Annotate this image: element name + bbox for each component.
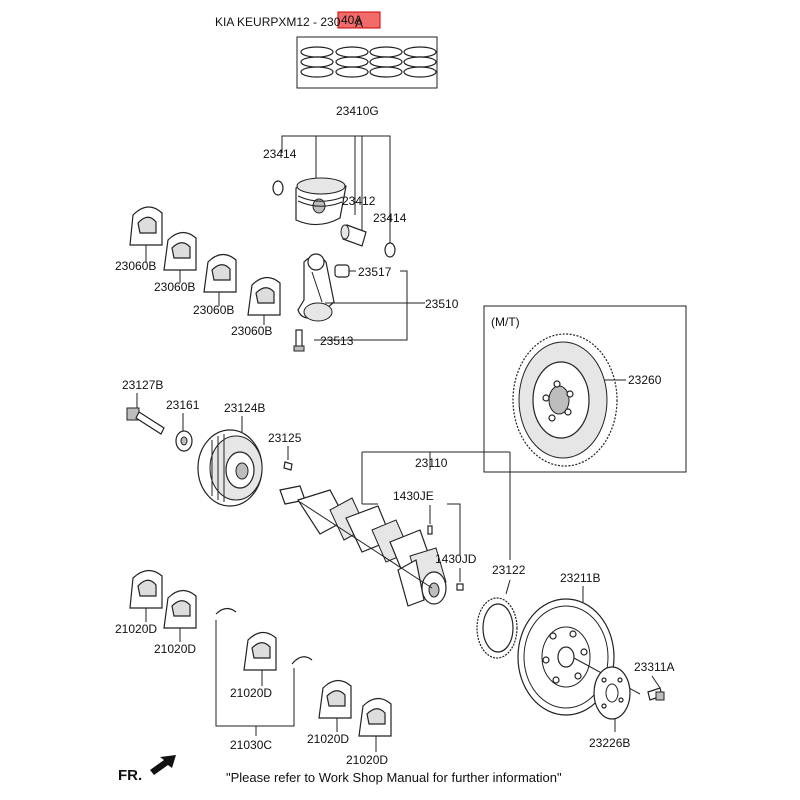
label-mt-note: (M/T)	[491, 315, 520, 329]
label-main-bearing-1[interactable]: 21020D	[115, 622, 157, 636]
label-conrod-bush[interactable]: 23517	[358, 265, 392, 279]
label-piston-assy[interactable]: 23410G	[336, 104, 379, 118]
label-conrod-bearing-3[interactable]: 23060B	[193, 303, 234, 317]
label-flywheel[interactable]: 23260	[628, 373, 662, 387]
label-conrod-bearing-2[interactable]: 23060B	[154, 280, 195, 294]
conrod-bush[interactable]	[334, 264, 350, 278]
label-ring-gear[interactable]: 23122	[492, 563, 526, 577]
snap-ring-right[interactable]	[384, 242, 396, 258]
label-drive-plate[interactable]: 23211B	[560, 571, 600, 585]
dual-mass-flywheel[interactable]	[512, 333, 618, 467]
header-model: KIA KEURPXM12 - 230	[215, 15, 341, 29]
snap-ring-left[interactable]	[272, 180, 284, 196]
footer-note: "Please refer to Work Shop Manual for fu…	[226, 770, 562, 785]
conrod-bolt[interactable]	[293, 329, 305, 352]
label-damper-pulley[interactable]: 23124B	[224, 401, 265, 415]
crankshaft[interactable]	[279, 485, 447, 607]
label-plate-bolt[interactable]: 23311A	[634, 660, 674, 674]
damper-pulley[interactable]	[197, 429, 263, 507]
connecting-rod[interactable]	[297, 253, 335, 322]
piston[interactable]	[295, 177, 347, 226]
label-thrust-washer[interactable]: 21030C	[230, 738, 272, 752]
label-conrod-assy[interactable]: 23510	[425, 297, 459, 311]
flywheel-mt-box: (M/T)	[483, 305, 687, 473]
label-conrod-bearing-4[interactable]: 23060B	[231, 324, 272, 338]
conrod-bearing-shells[interactable]	[129, 206, 281, 325]
header-highlight-code[interactable]: 40A	[341, 13, 362, 27]
label-key[interactable]: 23125	[268, 431, 302, 445]
diagram-header: KIA KEURPXM12 - 230 40A A	[215, 11, 381, 30]
thrust-washers[interactable]	[215, 607, 313, 665]
ring-gear[interactable]	[476, 597, 518, 659]
label-main-bearing-3[interactable]: 21020D	[230, 686, 272, 700]
woodruff-key[interactable]	[283, 461, 293, 471]
label-pin-upper[interactable]: 1430JE	[393, 489, 434, 503]
front-arrow-icon	[150, 755, 176, 775]
label-washer[interactable]: 23161	[166, 398, 200, 412]
label-pin-lower[interactable]: 1430JD	[435, 552, 477, 566]
highlight-box[interactable]	[337, 11, 381, 29]
label-snap-ring-left[interactable]: 23414	[263, 147, 297, 161]
dowel-pin-lower[interactable]	[456, 583, 464, 591]
label-snap-ring-right[interactable]: 23414	[373, 211, 407, 225]
header-trailing: A	[355, 16, 363, 30]
label-conrod-bolt[interactable]: 23513	[320, 334, 354, 348]
plate-bolt[interactable]	[647, 687, 665, 701]
label-main-bearing-5[interactable]: 21020D	[346, 753, 388, 767]
label-crankshaft[interactable]: 23110	[415, 456, 448, 470]
piston-pin[interactable]	[340, 224, 367, 247]
drive-plate[interactable]	[517, 598, 615, 716]
damper-bolt[interactable]	[126, 407, 165, 435]
adapter-plate[interactable]	[593, 666, 631, 720]
label-conrod-bearing-1[interactable]: 23060B	[115, 259, 156, 273]
piston-ring-set[interactable]	[296, 36, 438, 89]
label-main-bearing-2[interactable]: 21020D	[154, 642, 196, 656]
front-indicator: FR.	[118, 755, 176, 784]
dowel-pin-upper[interactable]	[427, 525, 433, 535]
front-label: FR.	[118, 767, 142, 784]
label-piston-pin[interactable]: 23412	[342, 194, 376, 208]
washer[interactable]	[175, 430, 193, 452]
label-main-bearing-4[interactable]: 21020D	[307, 732, 349, 746]
main-bearing-shells[interactable]	[129, 569, 392, 752]
label-adapter-plate[interactable]: 23226B	[589, 736, 630, 750]
label-damper-bolt[interactable]: 23127B	[122, 378, 163, 392]
